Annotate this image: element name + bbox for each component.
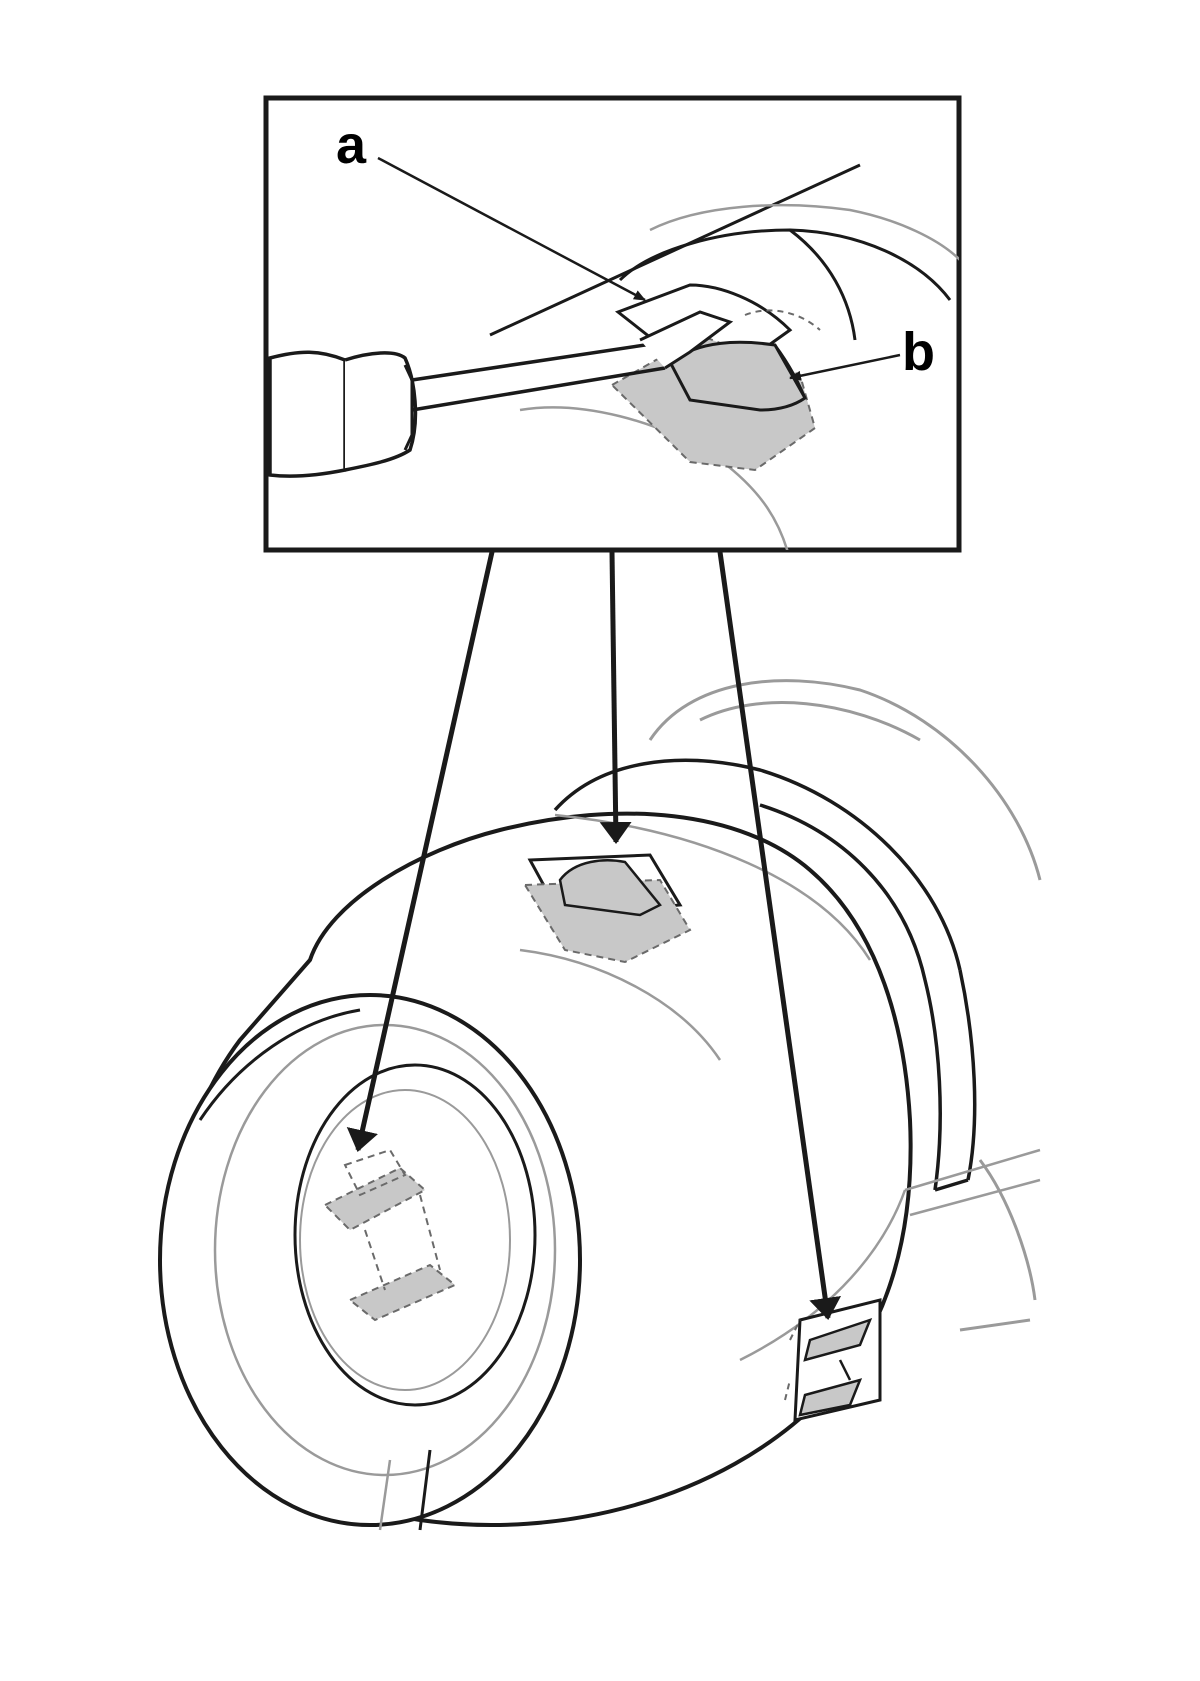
callout-label-a: a [336,115,367,175]
callout-label-b: b [902,322,935,382]
rear-housing [648,679,1042,1332]
left-hidden-tabs [323,1148,457,1322]
outer-ring [553,758,977,1192]
slot-a [614,283,793,357]
leader-lines [377,156,901,381]
screwdriver [268,310,734,478]
front-cap [158,993,582,1531]
body-shell-thin-lines [519,813,1041,1362]
arrow-to-left-tabs [346,551,495,1152]
top-tab [523,853,692,964]
arrow-to-right-tabs [717,551,842,1320]
main-assembly [158,679,1042,1531]
zoom-arrows [346,551,842,1320]
right-side-tabs [784,1298,882,1422]
leader-b [789,353,901,381]
arrow-to-top-tab [599,551,632,844]
leader-a [377,156,646,302]
detail-inset: a b [263,95,962,553]
